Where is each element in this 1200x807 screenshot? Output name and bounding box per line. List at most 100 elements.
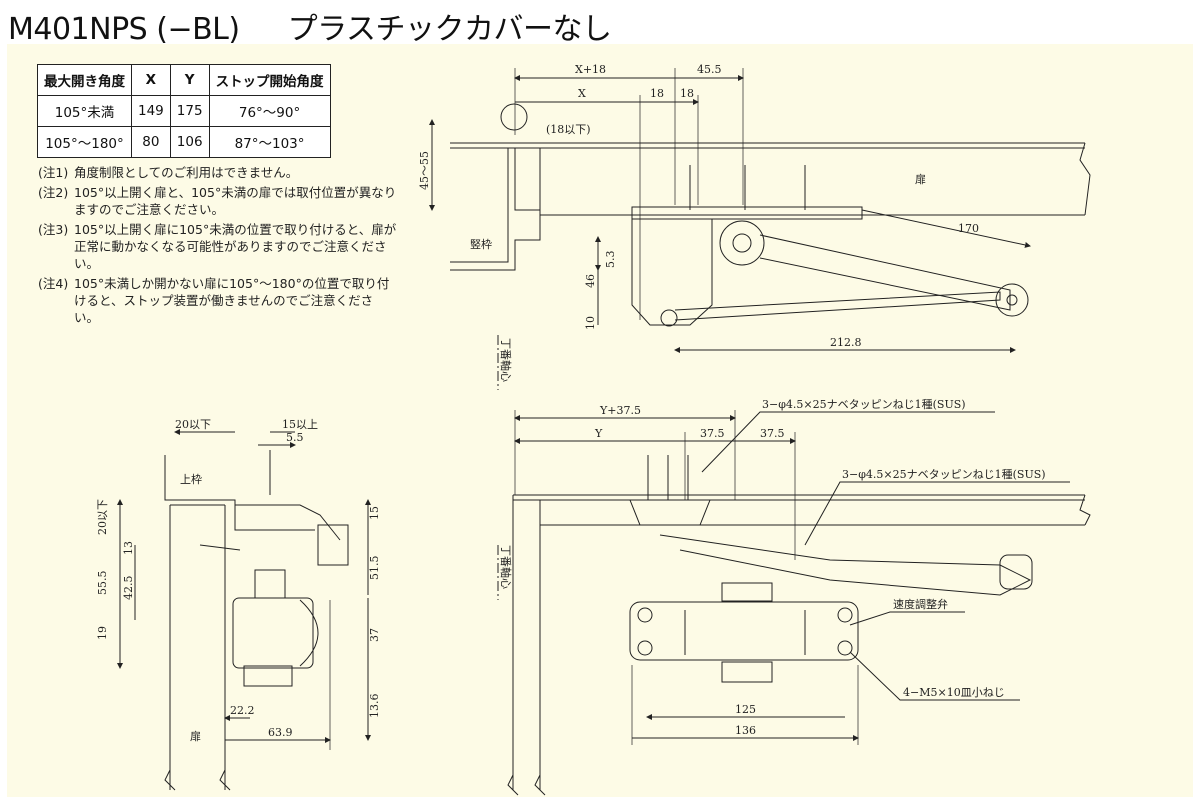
side-screw xyxy=(199,544,241,551)
notes: (注1) 角度制限としてのご利用はできません。 (注2) 105°以上開く扉と、10… xyxy=(38,164,398,329)
lower-arm xyxy=(674,291,1001,321)
label-valve: 速度調整弁 xyxy=(893,597,948,611)
arm-pivot xyxy=(317,524,349,566)
closer-body xyxy=(232,597,314,669)
arm-joint xyxy=(995,283,1029,317)
door-frame xyxy=(512,494,1085,790)
label-head: 上枠 xyxy=(180,472,202,486)
label-10: 10 xyxy=(584,316,597,330)
label-x18: X+18 xyxy=(575,63,606,76)
door-break xyxy=(164,769,231,791)
table-row: 105°未満 149 175 76°〜90° xyxy=(37,95,331,127)
closer-axle-inner xyxy=(732,233,752,253)
table-cell: 87°〜103° xyxy=(208,126,331,158)
label-19: 19 xyxy=(96,626,109,640)
leader-screw3 xyxy=(849,651,1020,701)
label-hinge-axis: 丁番軸心 xyxy=(499,338,513,382)
label-37-5a: 37.5 xyxy=(700,427,725,440)
label-door: 扉 xyxy=(915,173,926,186)
table-cell: 105°〜180° xyxy=(37,126,132,158)
closer-axle xyxy=(719,220,765,266)
head-frame xyxy=(164,455,315,531)
dim-line xyxy=(175,432,295,445)
note-text: 105°以上開く扉と、105°未満の扉では取付位置が異なりますのでご注意ください… xyxy=(74,185,397,217)
ext-lines xyxy=(224,600,331,750)
label-13: 13 xyxy=(122,541,135,555)
body-screw xyxy=(837,640,853,656)
label-22-2: 22.2 xyxy=(230,704,255,717)
note-text: 角度制限としてのご利用はできません。 xyxy=(74,165,299,180)
closer-base xyxy=(243,665,293,687)
door-outline xyxy=(450,142,1085,216)
label-63-9: 63.9 xyxy=(268,726,293,739)
front-base xyxy=(721,661,773,683)
dim-line xyxy=(225,718,330,740)
note: (注2) 105°以上開く扉と、105°未満の扉では取付位置が異なりますのでご注意… xyxy=(38,184,398,218)
label-20max: 20以下 xyxy=(175,418,211,431)
table-cell: 149 xyxy=(131,95,171,127)
frame-break xyxy=(507,774,546,796)
front-top xyxy=(721,582,773,602)
leader-screw1 xyxy=(701,411,995,473)
door-break xyxy=(1079,142,1091,216)
upper-arm xyxy=(759,234,1011,311)
ext-lines xyxy=(514,68,744,320)
table-cell: 175 xyxy=(169,95,210,127)
label-5-3: 5.3 xyxy=(604,251,617,269)
closer-plate xyxy=(631,206,863,220)
front-body xyxy=(629,601,859,661)
label-37: 37 xyxy=(368,628,381,642)
label-212-8: 212.8 xyxy=(830,336,862,349)
front-screws xyxy=(647,455,689,500)
label-125: 125 xyxy=(735,703,756,716)
table-row: 105°〜180° 80 106 87°〜103° xyxy=(37,126,331,158)
page-title: M401NPS (−BL)プラスチックカバーなし xyxy=(8,4,612,48)
label-18max: (18以下) xyxy=(546,123,591,136)
label-46: 46 xyxy=(584,274,597,288)
label-55-5: 55.5 xyxy=(96,571,109,596)
label-x: X xyxy=(578,87,586,100)
front-arm xyxy=(659,534,1032,596)
label-45-5: 45.5 xyxy=(697,63,722,76)
dim-line xyxy=(861,209,1031,248)
table-cell: 106 xyxy=(169,126,210,158)
top-view xyxy=(429,68,1091,390)
hinge-circle xyxy=(500,103,528,131)
note-text: 105°以上開く扉に105°未満の位置で取り付けると、扉が正常に動かなくなる可能… xyxy=(74,222,397,271)
note: (注3) 105°以上開く扉に105°未満の位置で取り付けると、扉が正常に動かなく… xyxy=(38,221,398,272)
label-170: 170 xyxy=(958,222,979,235)
body-rails xyxy=(684,610,806,655)
label-screw3: 4−M5×10皿小ねじ xyxy=(903,686,1005,699)
body-screw xyxy=(837,607,853,623)
table-header-row: 最大開き角度 X Y ストップ開始角度 xyxy=(37,64,331,96)
note-tag: (注2) xyxy=(38,185,69,200)
label-y37-5: Y+37.5 xyxy=(599,404,641,417)
note-tag: (注3) xyxy=(38,222,69,237)
note-text: 105°未満しか開かない扉に105°〜180°の位置で取り付けると、ストップ装置… xyxy=(74,276,390,325)
label-front-hinge-axis: 丁番軸心 xyxy=(499,545,513,589)
note-tag: (注1) xyxy=(38,165,69,180)
front-bracket xyxy=(629,499,711,526)
bracket-arm xyxy=(235,504,341,541)
label-136: 136 xyxy=(735,724,756,737)
label-18b: 18 xyxy=(680,87,694,100)
jamb-inner xyxy=(450,148,509,263)
door-edge xyxy=(169,504,226,790)
table-cell: 80 xyxy=(131,126,171,158)
screws xyxy=(689,165,806,210)
leader-valve xyxy=(849,611,965,626)
note-tag: (注4) xyxy=(38,276,69,291)
label-51-5: 51.5 xyxy=(368,556,381,581)
label-jamb: 竪枠 xyxy=(470,237,492,251)
label-18a: 18 xyxy=(650,87,664,100)
label-42-5: 42.5 xyxy=(122,576,135,601)
ext-lines xyxy=(631,665,859,745)
body-screw xyxy=(637,640,653,656)
door-break xyxy=(1079,494,1091,526)
label-20max-v: 20以下 xyxy=(96,499,109,535)
closer-top xyxy=(254,569,286,599)
bracket xyxy=(631,219,713,326)
label-screw1: 3−φ4.5×25ナベタッピンねじ1種(SUS) xyxy=(762,397,966,411)
arm-end xyxy=(999,554,1033,590)
